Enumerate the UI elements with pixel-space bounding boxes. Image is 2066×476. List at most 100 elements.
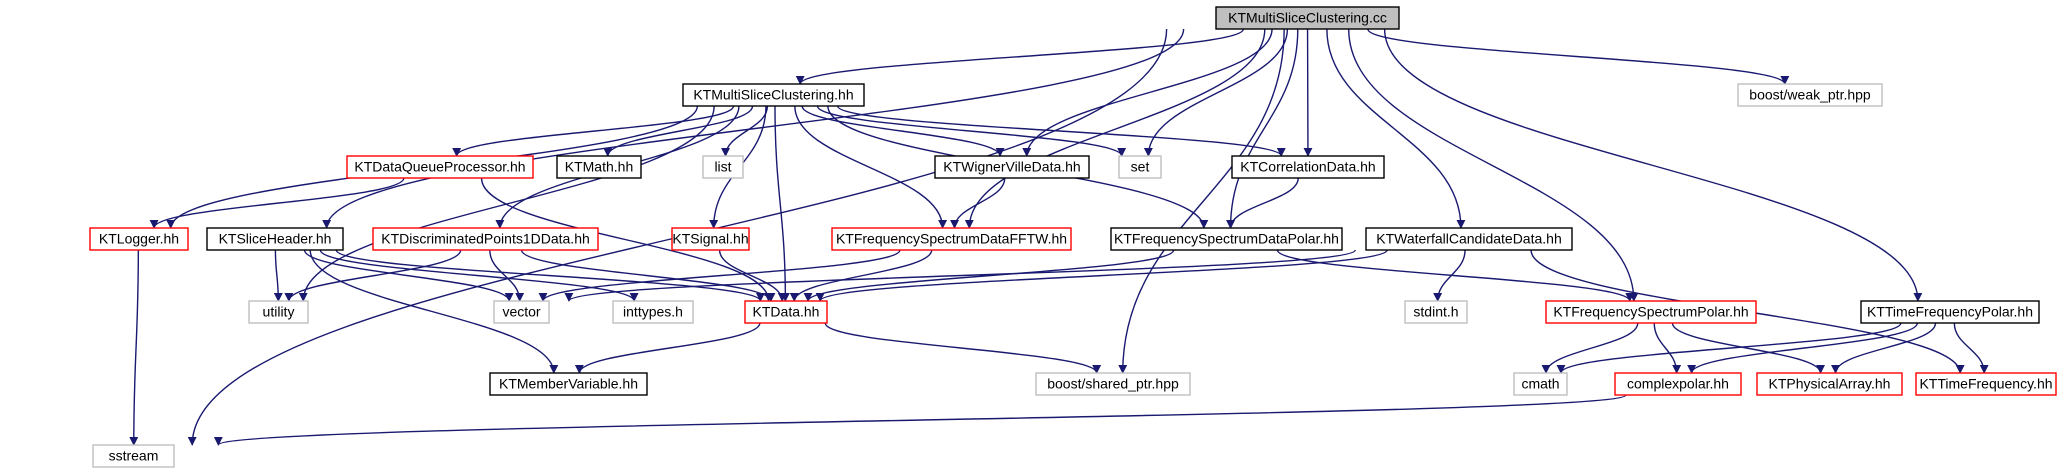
edge-dp1d-to-vector [489,249,525,302]
edge-msc_hh-to-wigner [801,105,1005,157]
node-weak_ptr-label: boost/weak_ptr.hpp [1749,87,1871,103]
node-set-box [1118,155,1162,179]
edge-slicehdr-to-utility [273,249,283,302]
node-dp1d-label: KTDiscriminatedPoints1DData.hh [381,231,590,247]
node-msc_hh-label: KTMultiSliceClustering.hh [693,87,853,103]
node-corr[interactable]: KTCorrelationData.hh [1231,155,1385,179]
node-dqp-box [346,155,534,179]
edge-slicehdr-to-inttypes [319,249,639,302]
node-fsdp-label: KTFrequencySpectrumDataPolar.hh [1114,231,1339,247]
edge-root-to-waterfall [1326,28,1466,229]
edge-slicehdr-to-ktdata [335,249,765,302]
node-physarray[interactable]: KTPhysicalArray.hh [1756,372,1903,396]
node-math[interactable]: KTMath.hh [556,155,642,179]
edge-dqp-to-ktdata [480,177,774,302]
node-sstream-label: sstream [109,448,159,464]
edge-msc_hh-to-math [603,105,754,157]
edge-msc_hh-to-utility [298,105,715,302]
edge-tfp-to-physarray [1831,322,1937,374]
node-ktdata-label: KTData.hh [753,304,820,320]
node-root-box [1215,6,1400,30]
node-fsdp[interactable]: KTFrequencySpectrumDataPolar.hh [1110,227,1343,251]
node-fsp-box [1545,300,1757,324]
edge-fsp-to-physarray [1671,322,1826,374]
node-dqp-label: KTDataQueueProcessor.hh [354,159,525,175]
node-root-label: KTMultiSliceClustering.cc [1228,10,1387,26]
node-utility-box [248,300,309,324]
edge-ktdata-to-member [574,322,761,374]
edge-tfp-to-cmath [1556,322,1902,374]
node-signal-label: KTSignal.hh [672,231,748,247]
node-inttypes[interactable]: inttypes.h [612,300,694,324]
node-shared_ptr-label: boost/shared_ptr.hpp [1047,376,1179,392]
edge-dp1d-to-utility [284,249,462,302]
node-ktdata[interactable]: KTData.hh [744,300,828,324]
edge-root-to-set [1143,28,1289,157]
node-inttypes-label: inttypes.h [623,304,683,320]
edge-root-to-slicehdr [322,28,1185,229]
node-utility[interactable]: utility [248,300,309,324]
edge-root-to-wigner [1022,28,1273,157]
node-vector[interactable]: vector [493,300,550,324]
node-slicehdr[interactable]: KTSliceHeader.hh [206,227,344,251]
node-msc_hh-box [682,83,865,107]
node-signal[interactable]: KTSignal.hh [671,227,750,251]
node-dp1d[interactable]: KTDiscriminatedPoints1DData.hh [372,227,599,251]
node-weak_ptr[interactable]: boost/weak_ptr.hpp [1737,83,1883,107]
edge-msc_hh-to-dqp [452,105,735,157]
nodes-layer: KTMultiSliceClustering.ccKTMultiSliceClu… [89,6,2057,468]
node-slicehdr-label: KTSliceHeader.hh [219,231,332,247]
node-sstream[interactable]: sstream [92,444,175,468]
node-msc_hh[interactable]: KTMultiSliceClustering.hh [682,83,865,107]
node-fsp[interactable]: KTFrequencySpectrumPolar.hh [1545,300,1757,324]
node-corr-box [1231,155,1385,179]
edges-layer [129,28,1989,446]
edge-fsp-to-complexpolar [1653,322,1682,374]
edge-corr-to-fsdp [1226,177,1299,229]
node-fsfftw[interactable]: KTFrequencySpectrumDataFFTW.hh [831,227,1072,251]
node-wigner-label: KTWignerVilleData.hh [943,159,1080,175]
edge-fsdp-to-fsp [1276,249,1635,302]
node-stdint-label: stdint.h [1413,304,1458,320]
edge-slicehdr-to-member [309,249,559,374]
node-dqp[interactable]: KTDataQueueProcessor.hh [346,155,534,179]
node-logger-box [89,227,189,251]
node-stdint[interactable]: stdint.h [1404,300,1468,324]
node-set[interactable]: set [1118,155,1162,179]
node-physarray-box [1756,372,1903,396]
node-list[interactable]: list [702,155,744,179]
node-tf-label: KTTimeFrequency.hh [1919,376,2052,392]
node-tfp[interactable]: KTTimeFrequencyPolar.hh [1860,300,2040,324]
edge-tfp-to-complexpolar [1687,322,1919,374]
node-logger[interactable]: KTLogger.hh [89,227,189,251]
node-math-box [556,155,642,179]
node-tf[interactable]: KTTimeFrequency.hh [1915,372,2057,396]
edge-fsfftw-to-vector [538,249,901,302]
edge-root-to-fsp [1348,28,1639,302]
node-cmath-box [1513,372,1568,396]
node-logger-label: KTLogger.hh [99,231,179,247]
node-shared_ptr-box [1035,372,1191,396]
node-math-label: KTMath.hh [565,159,633,175]
node-waterfall-label: KTWaterfallCandidateData.hh [1376,231,1561,247]
node-tfp-box [1860,300,2040,324]
node-stdint-box [1404,300,1468,324]
node-complexpolar[interactable]: complexpolar.hh [1614,372,1742,396]
node-vector-label: vector [502,304,540,320]
edge-msc_hh-to-set [816,105,1127,157]
node-inttypes-box [612,300,694,324]
node-member[interactable]: KTMemberVariable.hh [489,372,648,396]
edge-waterfall-to-stdint [1433,249,1466,302]
edge-tfp-to-tf [1953,322,1989,374]
node-corr-label: KTCorrelationData.hh [1240,159,1375,175]
node-waterfall[interactable]: KTWaterfallCandidateData.hh [1365,227,1573,251]
node-cmath[interactable]: cmath [1513,372,1568,396]
edge-dp1d-to-ktdata [520,249,776,302]
edge-slicehdr-to-vector [303,249,514,302]
node-root[interactable]: KTMultiSliceClustering.cc [1215,6,1400,30]
node-complexpolar-label: complexpolar.hh [1627,376,1729,392]
node-shared_ptr[interactable]: boost/shared_ptr.hpp [1035,372,1191,396]
node-wigner[interactable]: KTWignerVilleData.hh [934,155,1090,179]
node-physarray-label: KTPhysicalArray.hh [1769,376,1891,392]
